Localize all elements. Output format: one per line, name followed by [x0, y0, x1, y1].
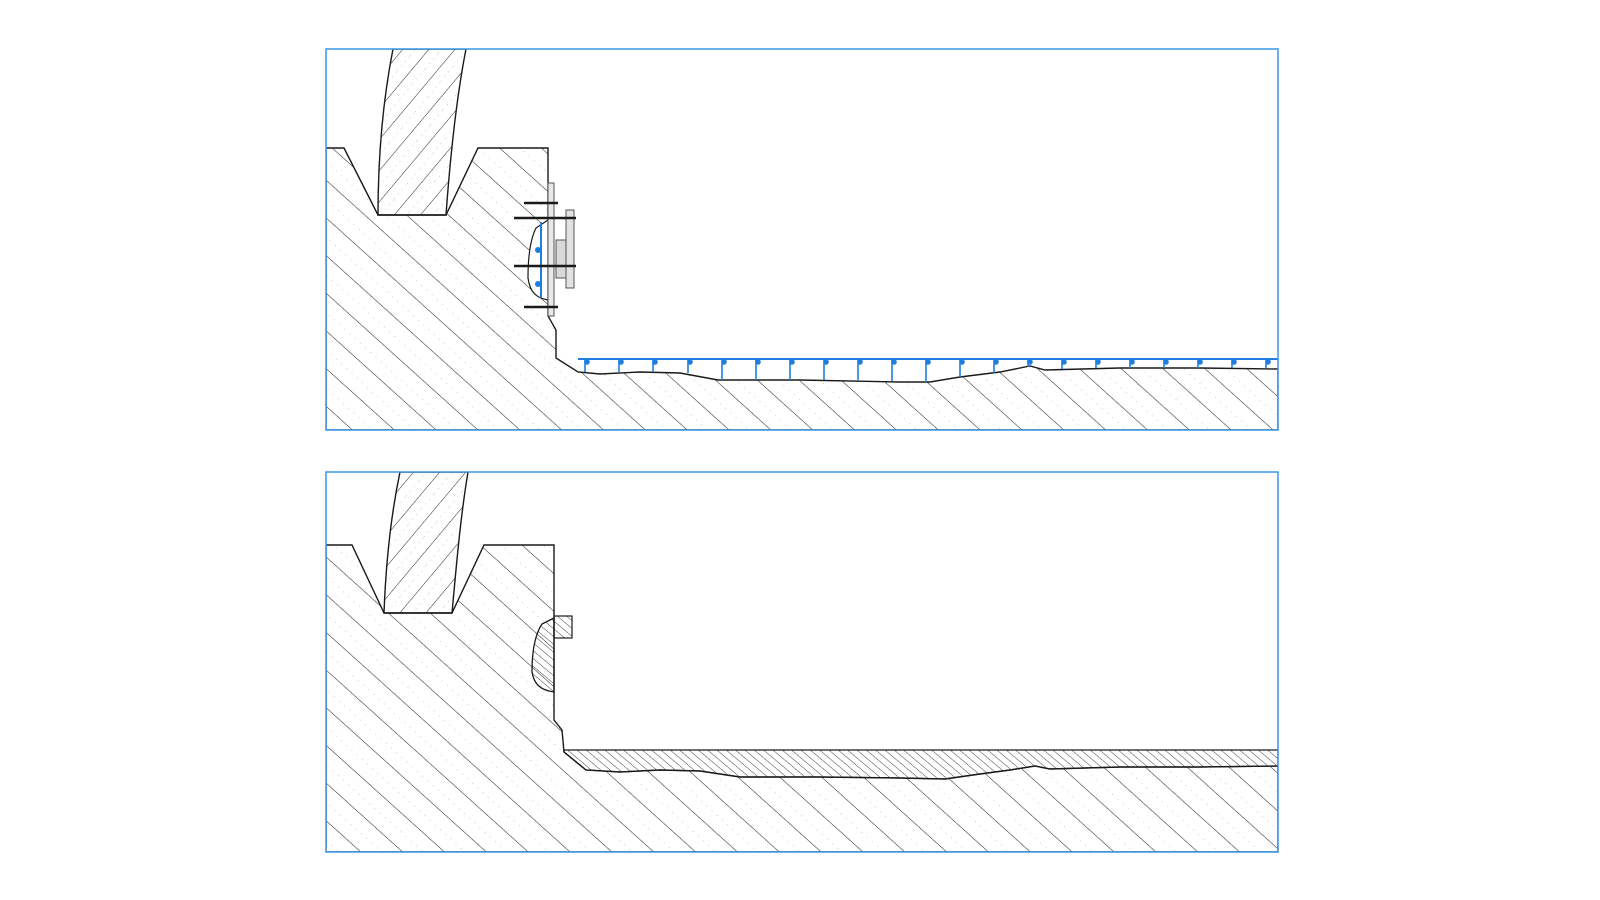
stone-block [377, 49, 467, 216]
niche-cavity [527, 218, 549, 301]
formwork-pin [535, 247, 541, 253]
formwork-props [584, 359, 1271, 382]
timber-board [555, 239, 567, 279]
formwork-pin [535, 281, 541, 287]
panel-formwork-stage [326, 49, 1278, 430]
panel-frame-top [325, 48, 1279, 431]
panel-frame-bottom [325, 471, 1279, 853]
cast-slab [563, 749, 1278, 780]
panel-cast-stage [326, 472, 1278, 852]
timber-waler [565, 209, 575, 289]
concrete-base [326, 147, 1278, 430]
timber-board [547, 182, 555, 317]
stone-block [383, 472, 469, 614]
cast-patch [531, 616, 555, 693]
concrete-base [326, 544, 1278, 852]
cast-nib [553, 615, 573, 639]
